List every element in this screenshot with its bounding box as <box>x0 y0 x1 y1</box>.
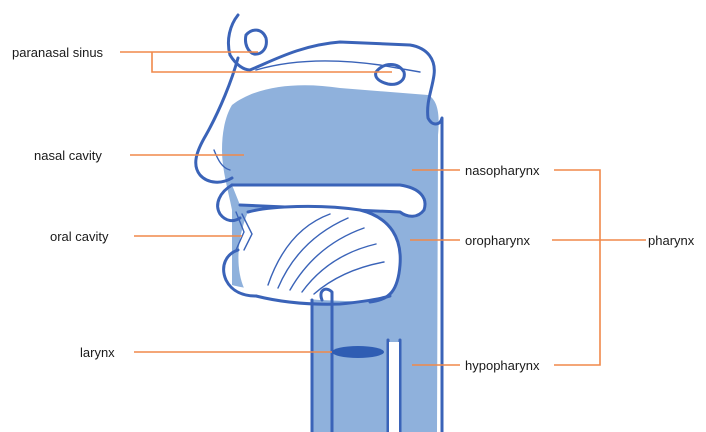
leader-pharynx-bracket <box>552 170 646 365</box>
label-oropharynx: oropharynx <box>465 233 531 248</box>
sinus-upper <box>245 30 266 54</box>
esophagus-wall <box>389 342 399 432</box>
label-paranasal-sinus: paranasal sinus <box>12 45 104 60</box>
label-nasopharynx: nasopharynx <box>465 163 540 178</box>
label-nasal-cavity: nasal cavity <box>34 148 102 163</box>
label-larynx: larynx <box>80 345 115 360</box>
sinus-lower <box>376 65 405 85</box>
vocal-cords <box>332 346 384 358</box>
label-pharynx: pharynx <box>648 233 695 248</box>
label-oral-cavity: oral cavity <box>50 229 109 244</box>
label-hypopharynx: hypopharynx <box>465 358 540 373</box>
